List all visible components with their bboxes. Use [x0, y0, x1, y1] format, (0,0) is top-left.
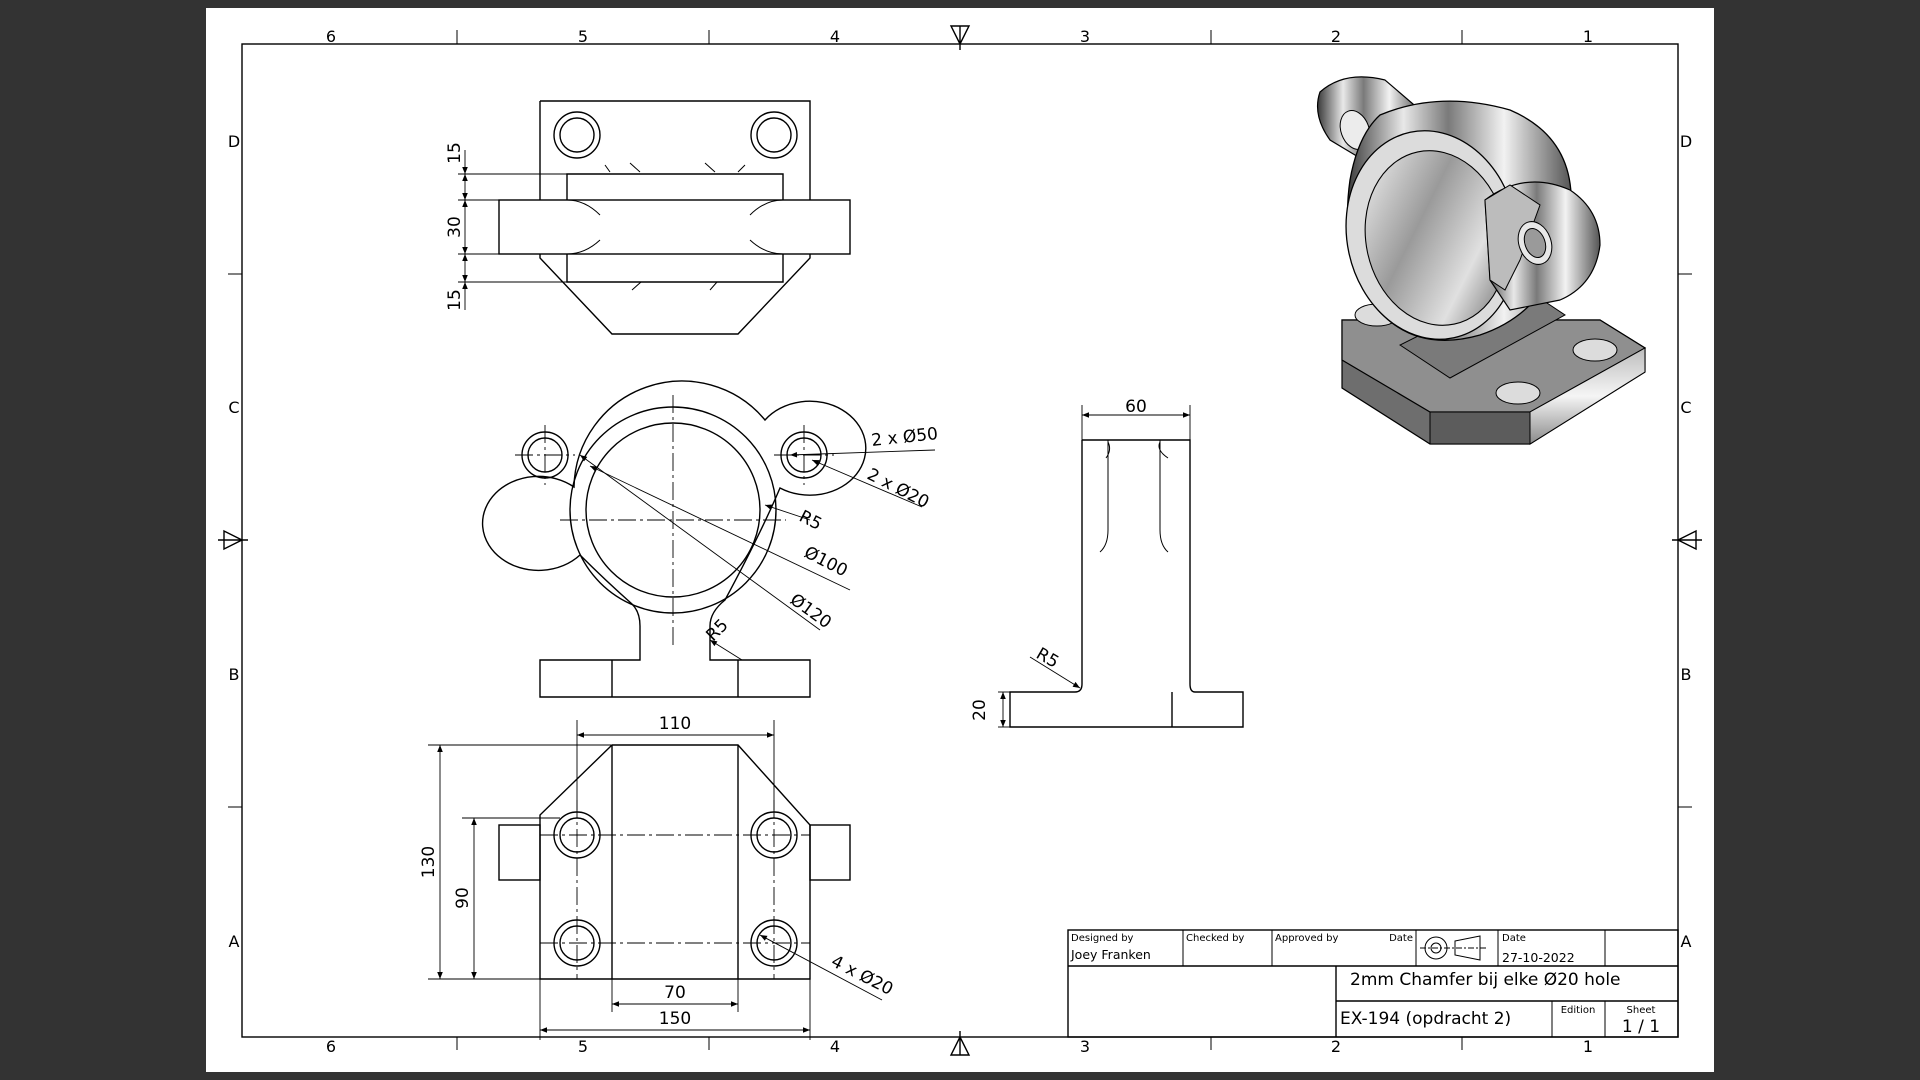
date-label: Date — [1502, 933, 1526, 944]
zone-row-c-left: C — [228, 398, 239, 417]
zone-col-5-bottom: 5 — [578, 1037, 588, 1056]
zone-row-b-right: B — [1681, 665, 1692, 684]
centering-marks — [218, 25, 1702, 1056]
dim-bottom-130: 130 — [419, 846, 439, 878]
zone-row-a-left: A — [229, 932, 240, 951]
drawing-number: EX-194 (opdracht 2) — [1340, 1009, 1511, 1029]
zone-col-6-top: 6 — [326, 27, 336, 46]
sheet-value: 1 / 1 — [1622, 1017, 1660, 1037]
dim-side-20: 20 — [970, 699, 990, 721]
zone-col-1-bottom: 1 — [1583, 1037, 1593, 1056]
zone-col-4-bottom: 4 — [830, 1037, 840, 1056]
approved-by-label: Approved by — [1275, 933, 1338, 944]
isometric-view — [1317, 76, 1647, 445]
dim-top-30: 30 — [445, 216, 465, 238]
dim-top-15-b: 15 — [445, 289, 465, 311]
zone-col-6-bottom: 6 — [326, 1037, 336, 1056]
drawing-title: 2mm Chamfer bij elke Ø20 hole — [1350, 970, 1621, 990]
top-view: 15 30 15 — [445, 100, 851, 335]
checked-by-label: Checked by — [1186, 933, 1244, 944]
zone-row-a-right: A — [1681, 932, 1692, 951]
dim-top-15-a: 15 — [445, 142, 465, 164]
dim-side-60: 60 — [1125, 397, 1147, 417]
zone-row-c-right: C — [1680, 398, 1691, 417]
date-label-approval: Date — [1389, 933, 1413, 944]
designed-by-value: Joey Franken — [1070, 947, 1151, 962]
zone-col-2-bottom: 2 — [1331, 1037, 1341, 1056]
dim-bottom-70: 70 — [664, 983, 686, 1003]
dim-bottom-150: 150 — [659, 1009, 691, 1029]
dim-bottom-90: 90 — [453, 887, 473, 909]
date-value: 27-10-2022 — [1502, 950, 1575, 965]
zone-col-3-bottom: 3 — [1080, 1037, 1090, 1056]
dim-bottom-110: 110 — [659, 714, 691, 734]
zone-col-2-top: 2 — [1331, 27, 1341, 46]
title-block — [1067, 929, 1679, 1038]
zone-ticks — [228, 30, 1692, 1050]
zone-col-4-top: 4 — [830, 27, 840, 46]
zone-row-b-left: B — [229, 665, 240, 684]
zone-row-d-right: D — [1680, 132, 1692, 151]
designed-by-label: Designed by — [1071, 933, 1134, 944]
zone-col-3-top: 3 — [1080, 27, 1090, 46]
zone-col-5-top: 5 — [578, 27, 588, 46]
projection-symbol-icon — [1420, 935, 1488, 961]
edition-label: Edition — [1561, 1005, 1596, 1016]
sheet-label: Sheet — [1627, 1005, 1656, 1016]
zone-col-1-top: 1 — [1583, 27, 1593, 46]
zone-row-d-left: D — [228, 132, 240, 151]
